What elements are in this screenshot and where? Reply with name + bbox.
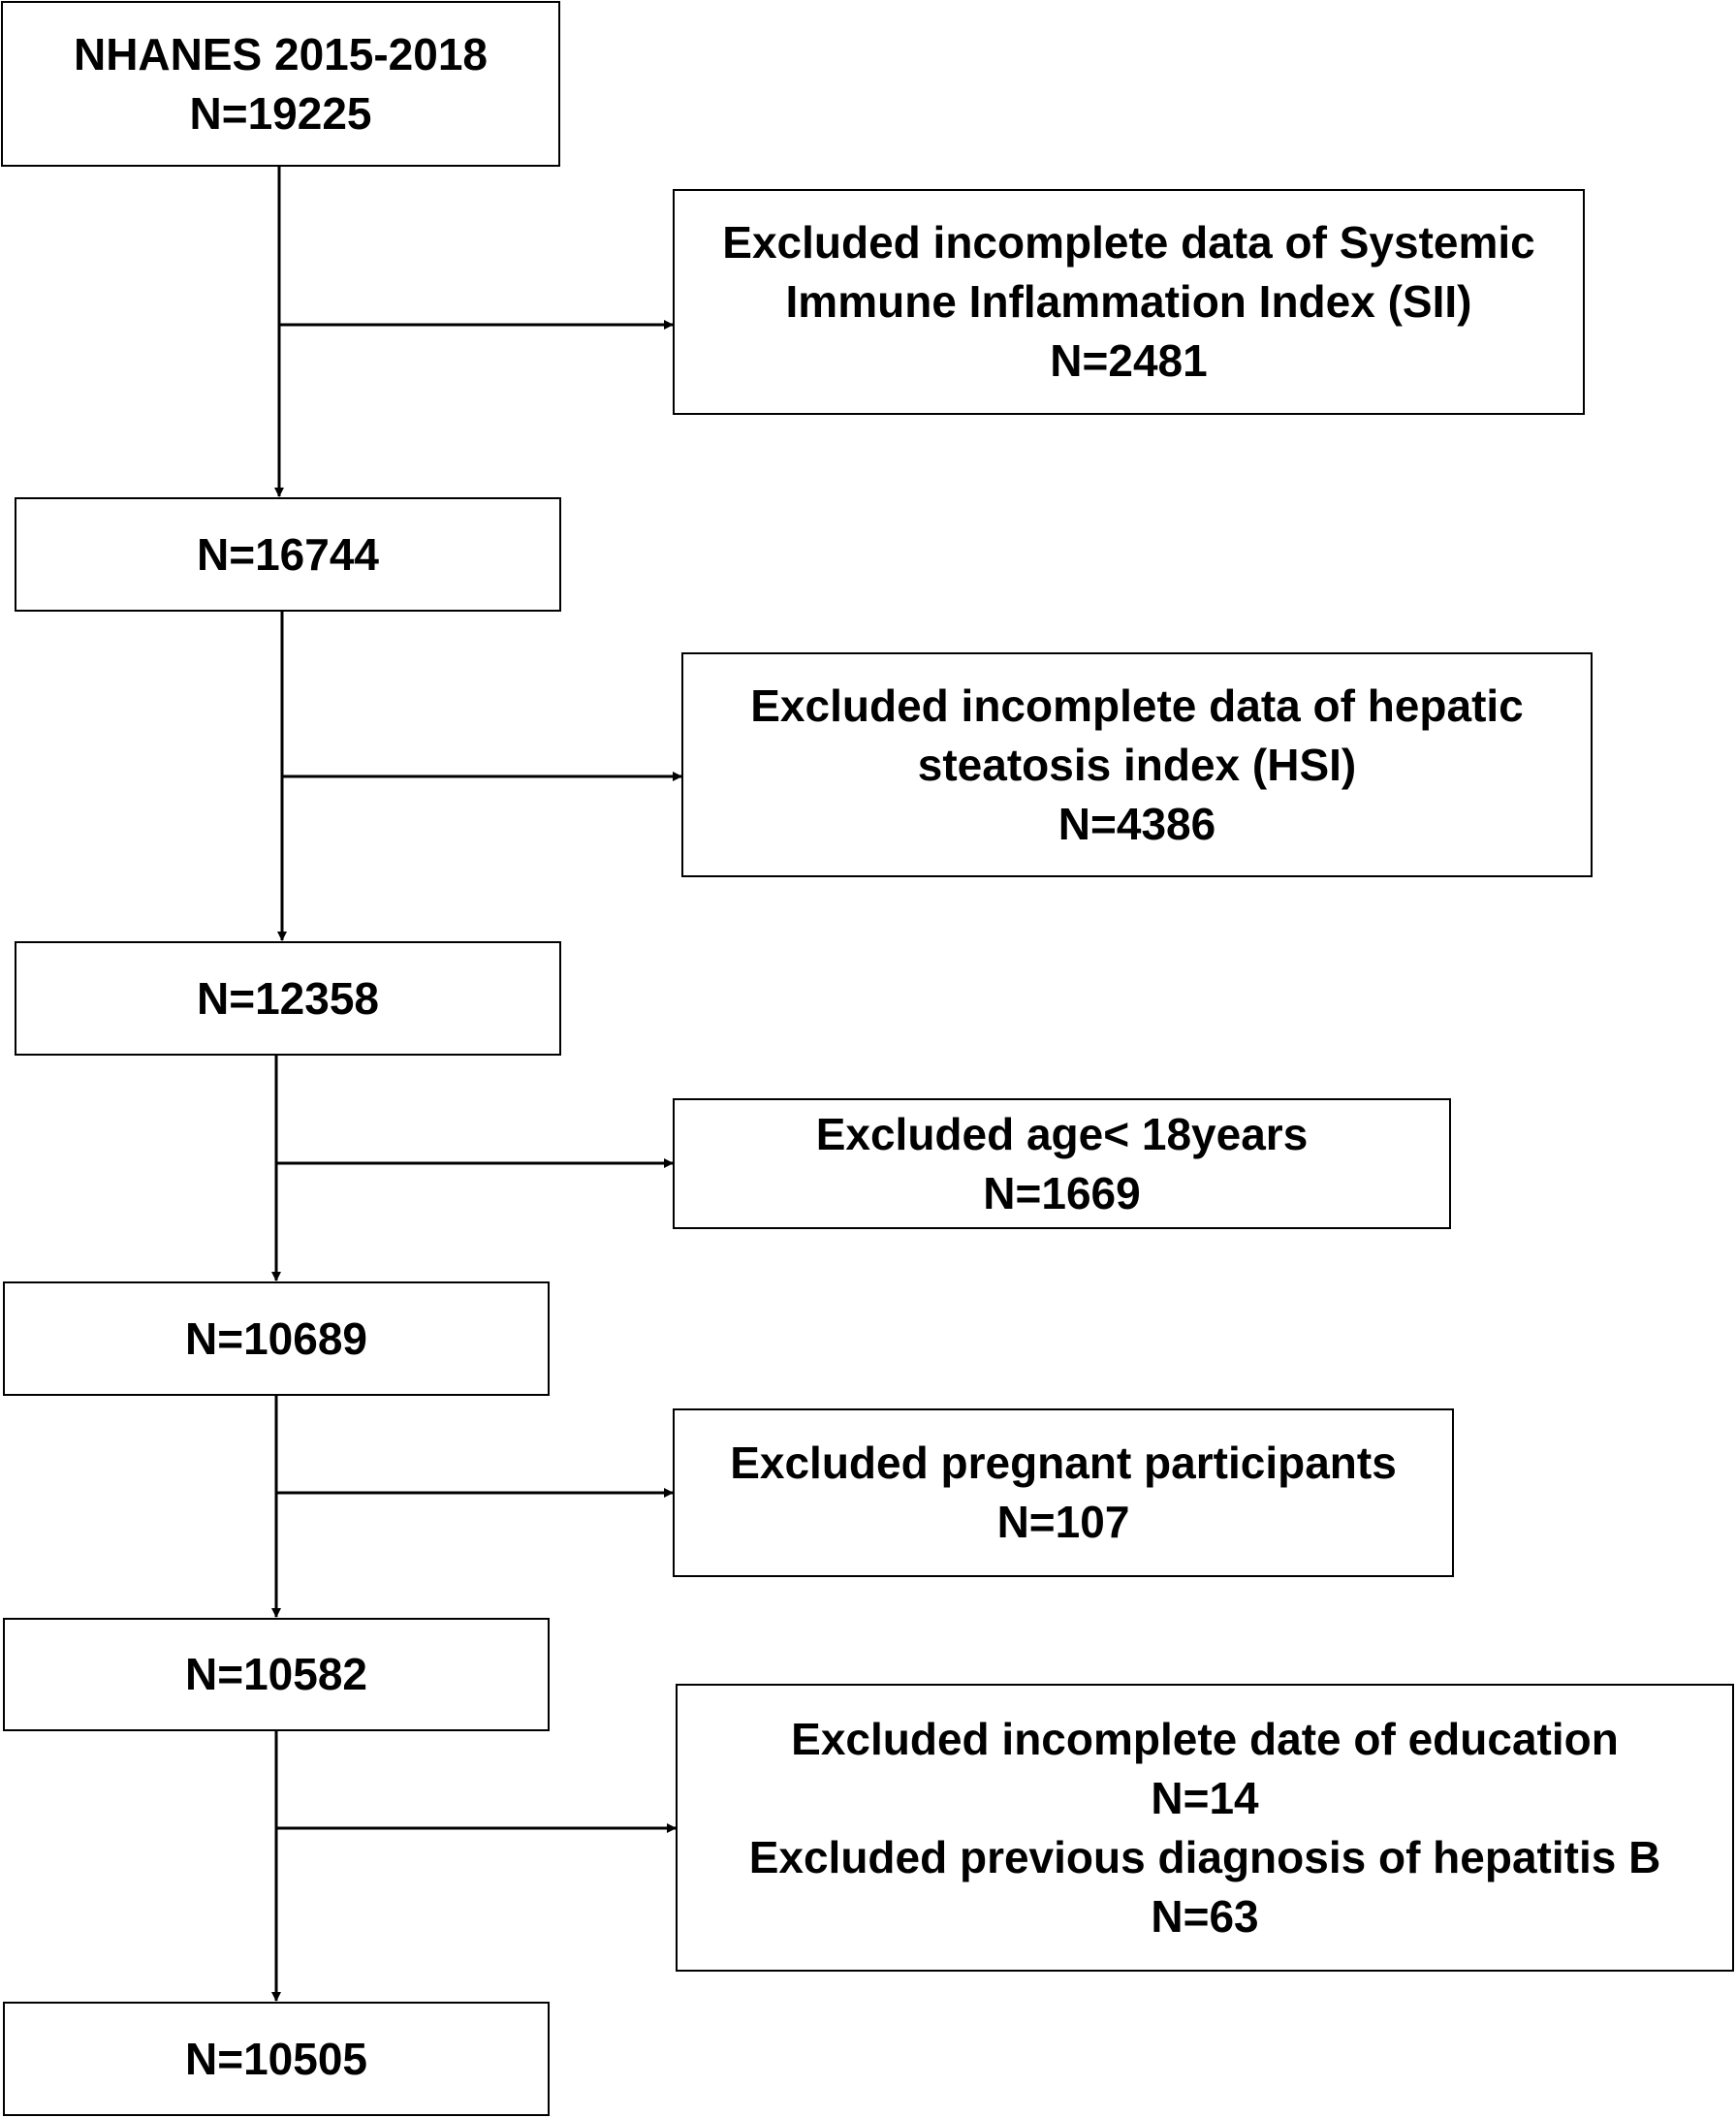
- hsi-exclusion-line1: Excluded incomplete data of hepatic: [750, 680, 1524, 731]
- pregnant-exclusion-line1: Excluded pregnant participants: [730, 1438, 1397, 1488]
- age-exclusion-line1: Excluded age< 18years: [815, 1108, 1309, 1159]
- sii-exclusion-line1: Excluded incomplete data of Systemic: [722, 217, 1535, 268]
- step4-box: N=10582: [3, 1618, 550, 1731]
- sii-exclusion-count: N=2481: [1050, 335, 1208, 386]
- step2-count: N=12358: [197, 972, 379, 1024]
- hepb-exclusion-line: Excluded previous diagnosis of hepatitis…: [748, 1831, 1661, 1882]
- step1-box: N=16744: [15, 497, 561, 612]
- final-box: N=10505: [3, 2002, 550, 2116]
- step3-box: N=10689: [3, 1281, 550, 1396]
- start-box: NHANES 2015-2018 N=19225: [1, 1, 560, 167]
- pregnant-exclusion-count: N=107: [996, 1497, 1130, 1547]
- pregnant-exclusion-box: Excluded pregnant participants N=107: [673, 1408, 1454, 1577]
- step1-count: N=16744: [197, 528, 379, 580]
- education-exclusion-count: N=14: [1151, 1772, 1259, 1823]
- hepb-exclusion-count: N=63: [1151, 1890, 1259, 1942]
- sii-exclusion-line2: Immune Inflammation Index (SII): [785, 276, 1472, 327]
- start-title: NHANES 2015-2018: [73, 28, 488, 79]
- age-exclusion-box: Excluded age< 18years N=1669: [673, 1098, 1451, 1229]
- step3-count: N=10689: [185, 1312, 367, 1364]
- education-hepb-exclusion-box: Excluded incomplete date of education N=…: [676, 1684, 1734, 1972]
- hsi-exclusion-line2: steatosis index (HSI): [917, 739, 1357, 790]
- final-count: N=10505: [185, 2033, 367, 2084]
- education-exclusion-line: Excluded incomplete date of education: [791, 1713, 1619, 1764]
- age-exclusion-count: N=1669: [983, 1167, 1141, 1218]
- hsi-exclusion-count: N=4386: [1057, 798, 1216, 849]
- sii-exclusion-box: Excluded incomplete data of Systemic Imm…: [673, 189, 1585, 415]
- step2-box: N=12358: [15, 941, 561, 1056]
- step4-count: N=10582: [185, 1649, 367, 1699]
- hsi-exclusion-box: Excluded incomplete data of hepatic stea…: [681, 652, 1593, 877]
- start-count: N=19225: [189, 87, 372, 139]
